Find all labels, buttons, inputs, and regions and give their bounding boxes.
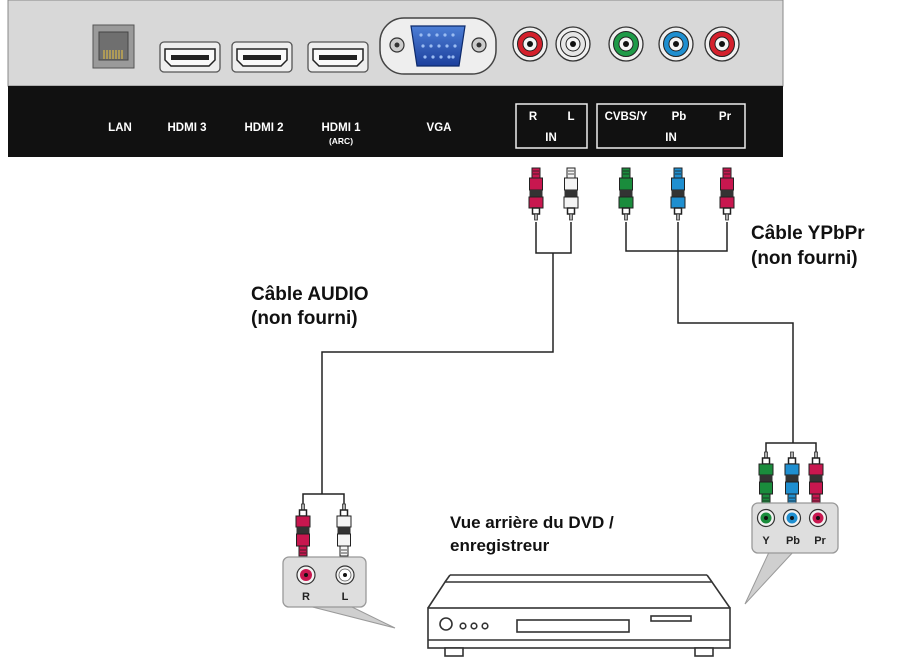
ypbpr-cable-run	[677, 222, 794, 443]
audio-cable-run	[321, 253, 554, 494]
label-hdmi2: HDMI 2	[245, 122, 284, 134]
label-lan: LAN	[108, 122, 132, 134]
audio-cable-label-line2: (non fourni)	[251, 308, 358, 329]
device-pr-label: Pr	[814, 535, 826, 547]
label-arc: (ARC)	[329, 136, 353, 146]
hdmi1-port	[307, 41, 369, 73]
ypbpr-green-plug-top	[618, 167, 634, 221]
panel-label-strip	[8, 86, 783, 157]
label-vga: VGA	[427, 122, 452, 134]
video-pr-jack	[704, 26, 740, 62]
audio-red-plug-bottom	[295, 503, 311, 557]
ypbpr-cable-bottom-fork	[765, 442, 817, 455]
ypbpr-green-plug-bottom	[758, 451, 774, 505]
dvd-recorder-icon	[427, 574, 731, 657]
device-y-label: Y	[762, 535, 770, 547]
ypbpr-cable-label-line1: Câble YPbPr	[751, 223, 865, 244]
audio-in-frame	[515, 103, 588, 149]
dvd-label-line1: Vue arrière du DVD /	[450, 513, 614, 532]
ypbpr-callout-pointer	[744, 549, 796, 605]
tv-panel: LAN HDMI 3 HDMI 2 HDMI 1 (ARC) VGA R L I…	[7, 0, 784, 157]
audio-cable-bottom-fork	[302, 493, 345, 508]
label-cvbs-y: CVBS/Y	[605, 111, 648, 123]
label-video-in: IN	[665, 132, 677, 144]
device-audio-l-label: L	[342, 591, 349, 603]
audio-red-plug-top	[528, 167, 544, 221]
audio-white-plug-top	[563, 167, 579, 221]
label-hdmi1: HDMI 1	[322, 122, 362, 134]
video-y-jack	[608, 26, 644, 62]
lan-port	[92, 24, 135, 69]
label-pb: Pb	[672, 111, 687, 123]
audio-jack-callout: R L	[282, 556, 367, 608]
label-audio-in: IN	[545, 132, 557, 144]
vga-port	[379, 17, 497, 75]
audio-l-jack	[555, 26, 591, 62]
audio-r-jack	[512, 26, 548, 62]
dvd-label-line2: enregistreur	[450, 536, 550, 555]
audio-cable-label-line1: Câble AUDIO	[251, 284, 369, 305]
cable-wires	[302, 222, 817, 508]
label-audio-r: R	[529, 111, 538, 123]
ypbpr-cable-top-fork	[625, 222, 728, 252]
label-pr: Pr	[719, 111, 732, 123]
label-audio-l: L	[567, 111, 574, 123]
label-hdmi3: HDMI 3	[168, 122, 207, 134]
ypbpr-blue-plug-bottom	[784, 451, 800, 505]
audio-cable-top-fork	[535, 222, 572, 254]
device-audio-r-label: R	[302, 591, 310, 603]
hdmi3-port	[159, 41, 221, 73]
audio-white-plug-bottom	[336, 503, 352, 557]
ypbpr-cable-label-line2: (non fourni)	[751, 248, 858, 269]
video-in-frame	[596, 103, 746, 149]
ypbpr-red-plug-top	[719, 167, 735, 221]
ypbpr-blue-plug-top	[670, 167, 686, 221]
video-pb-jack	[658, 26, 694, 62]
hdmi2-port	[231, 41, 293, 73]
ypbpr-jack-callout: Y Pb Pr	[751, 502, 839, 554]
device-pb-label: Pb	[786, 535, 800, 547]
ypbpr-red-plug-bottom	[808, 451, 824, 505]
